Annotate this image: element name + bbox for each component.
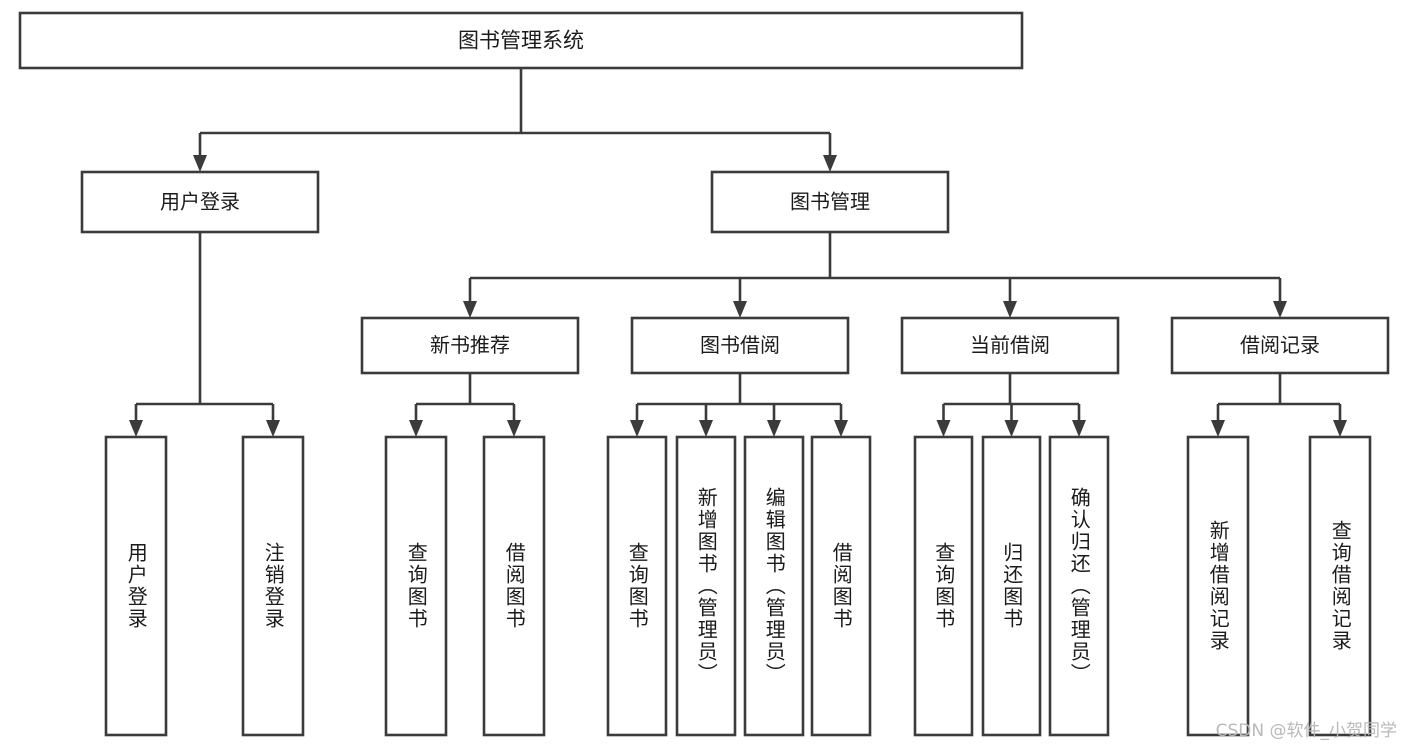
node-label-borrow: 图书借阅 (700, 333, 780, 357)
node-box-leaf-borrow-book-1[interactable] (482, 435, 546, 737)
arrow-head-icon (834, 420, 848, 437)
node-box-leaf-query-book-3[interactable] (913, 435, 974, 737)
node-layer (18, 11, 1390, 737)
node-box-leaf-confirm-return[interactable] (1048, 435, 1110, 737)
node-label-bookmgmt: 图书管理 (790, 190, 870, 214)
arrow-head-icon (507, 420, 521, 437)
arrow-head-icon (463, 301, 477, 318)
node-box-newbook[interactable] (360, 316, 580, 375)
arrow-head-icon (1004, 420, 1019, 437)
node-box-leaf-query-record[interactable] (1308, 435, 1372, 737)
arrow-head-icon (630, 420, 644, 437)
node-label-current: 当前借阅 (970, 333, 1050, 357)
node-box-root[interactable] (18, 11, 1024, 70)
node-box-leaf-edit-book[interactable] (743, 435, 805, 737)
arrow-head-icon (767, 420, 781, 437)
arrow-head-icon (823, 155, 837, 172)
node-box-current[interactable] (900, 316, 1120, 375)
node-label-records: 借阅记录 (1240, 333, 1320, 357)
arrow-head-icon (1211, 420, 1225, 437)
connector-layer (129, 68, 1347, 437)
node-box-leaf-query-book-2[interactable] (606, 435, 668, 737)
node-box-borrow[interactable] (630, 316, 850, 375)
node-label-newbook: 新书推荐 (430, 333, 510, 357)
node-box-leaf-return-book[interactable] (981, 435, 1042, 737)
node-label-login: 用户登录 (160, 190, 240, 214)
arrow-head-icon (936, 420, 951, 437)
arrow-head-icon (733, 301, 747, 318)
arrow-head-icon (1273, 301, 1287, 318)
node-box-leaf-logout[interactable] (241, 435, 305, 737)
node-box-leaf-user-login[interactable] (104, 435, 168, 737)
arrow-head-icon (409, 420, 423, 437)
node-box-leaf-add-book[interactable] (675, 435, 737, 737)
node-box-login[interactable] (80, 170, 320, 234)
node-label-root: 图书管理系统 (458, 29, 584, 53)
node-box-records[interactable] (1170, 316, 1390, 375)
arrow-head-icon (193, 155, 207, 172)
arrow-head-icon (1072, 420, 1086, 437)
arrow-head-icon (699, 420, 713, 437)
arrow-head-icon (1333, 420, 1347, 437)
arrow-head-icon (129, 420, 143, 437)
arrow-head-icon (1003, 301, 1017, 318)
node-box-leaf-add-record[interactable] (1186, 435, 1250, 737)
node-box-bookmgmt[interactable] (710, 170, 950, 234)
arrow-head-icon (266, 420, 280, 437)
node-box-leaf-query-book-1[interactable] (384, 435, 448, 737)
node-box-leaf-borrow-book-2[interactable] (810, 435, 872, 737)
watermark-text: CSDN @软件_小贺同学 (1215, 721, 1397, 741)
